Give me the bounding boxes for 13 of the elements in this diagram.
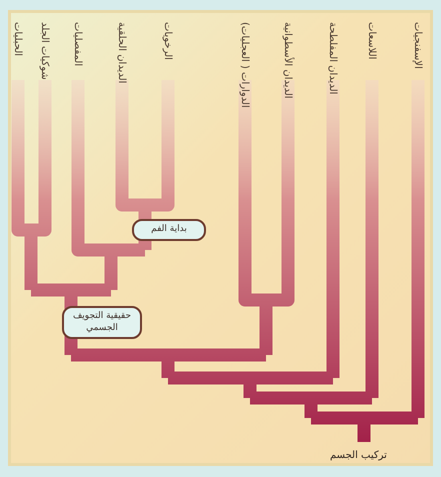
taxon-label: الدوارات ( العجليات) xyxy=(239,22,250,108)
taxon-label: الديدان الحلقية xyxy=(116,22,127,84)
taxon-label: المفصليات xyxy=(72,22,83,66)
root-label: تركيب الجسم xyxy=(330,450,387,461)
clade-label-box: حقيقية التجويف الجسمي xyxy=(62,306,142,340)
taxon-label: الحبليات xyxy=(12,22,23,56)
taxon-label: اللاسعات xyxy=(366,22,377,60)
taxon-label: الديدان الأسطوانية xyxy=(282,22,293,99)
taxon-label: الرخويات xyxy=(162,22,173,60)
taxon-label: شوكيات الجلد xyxy=(39,22,50,80)
clade-label-box: بداية الفم xyxy=(132,219,206,241)
taxon-label: الديدان المفلطحة xyxy=(327,22,338,94)
taxon-label: الإسفنجيات xyxy=(412,22,423,69)
